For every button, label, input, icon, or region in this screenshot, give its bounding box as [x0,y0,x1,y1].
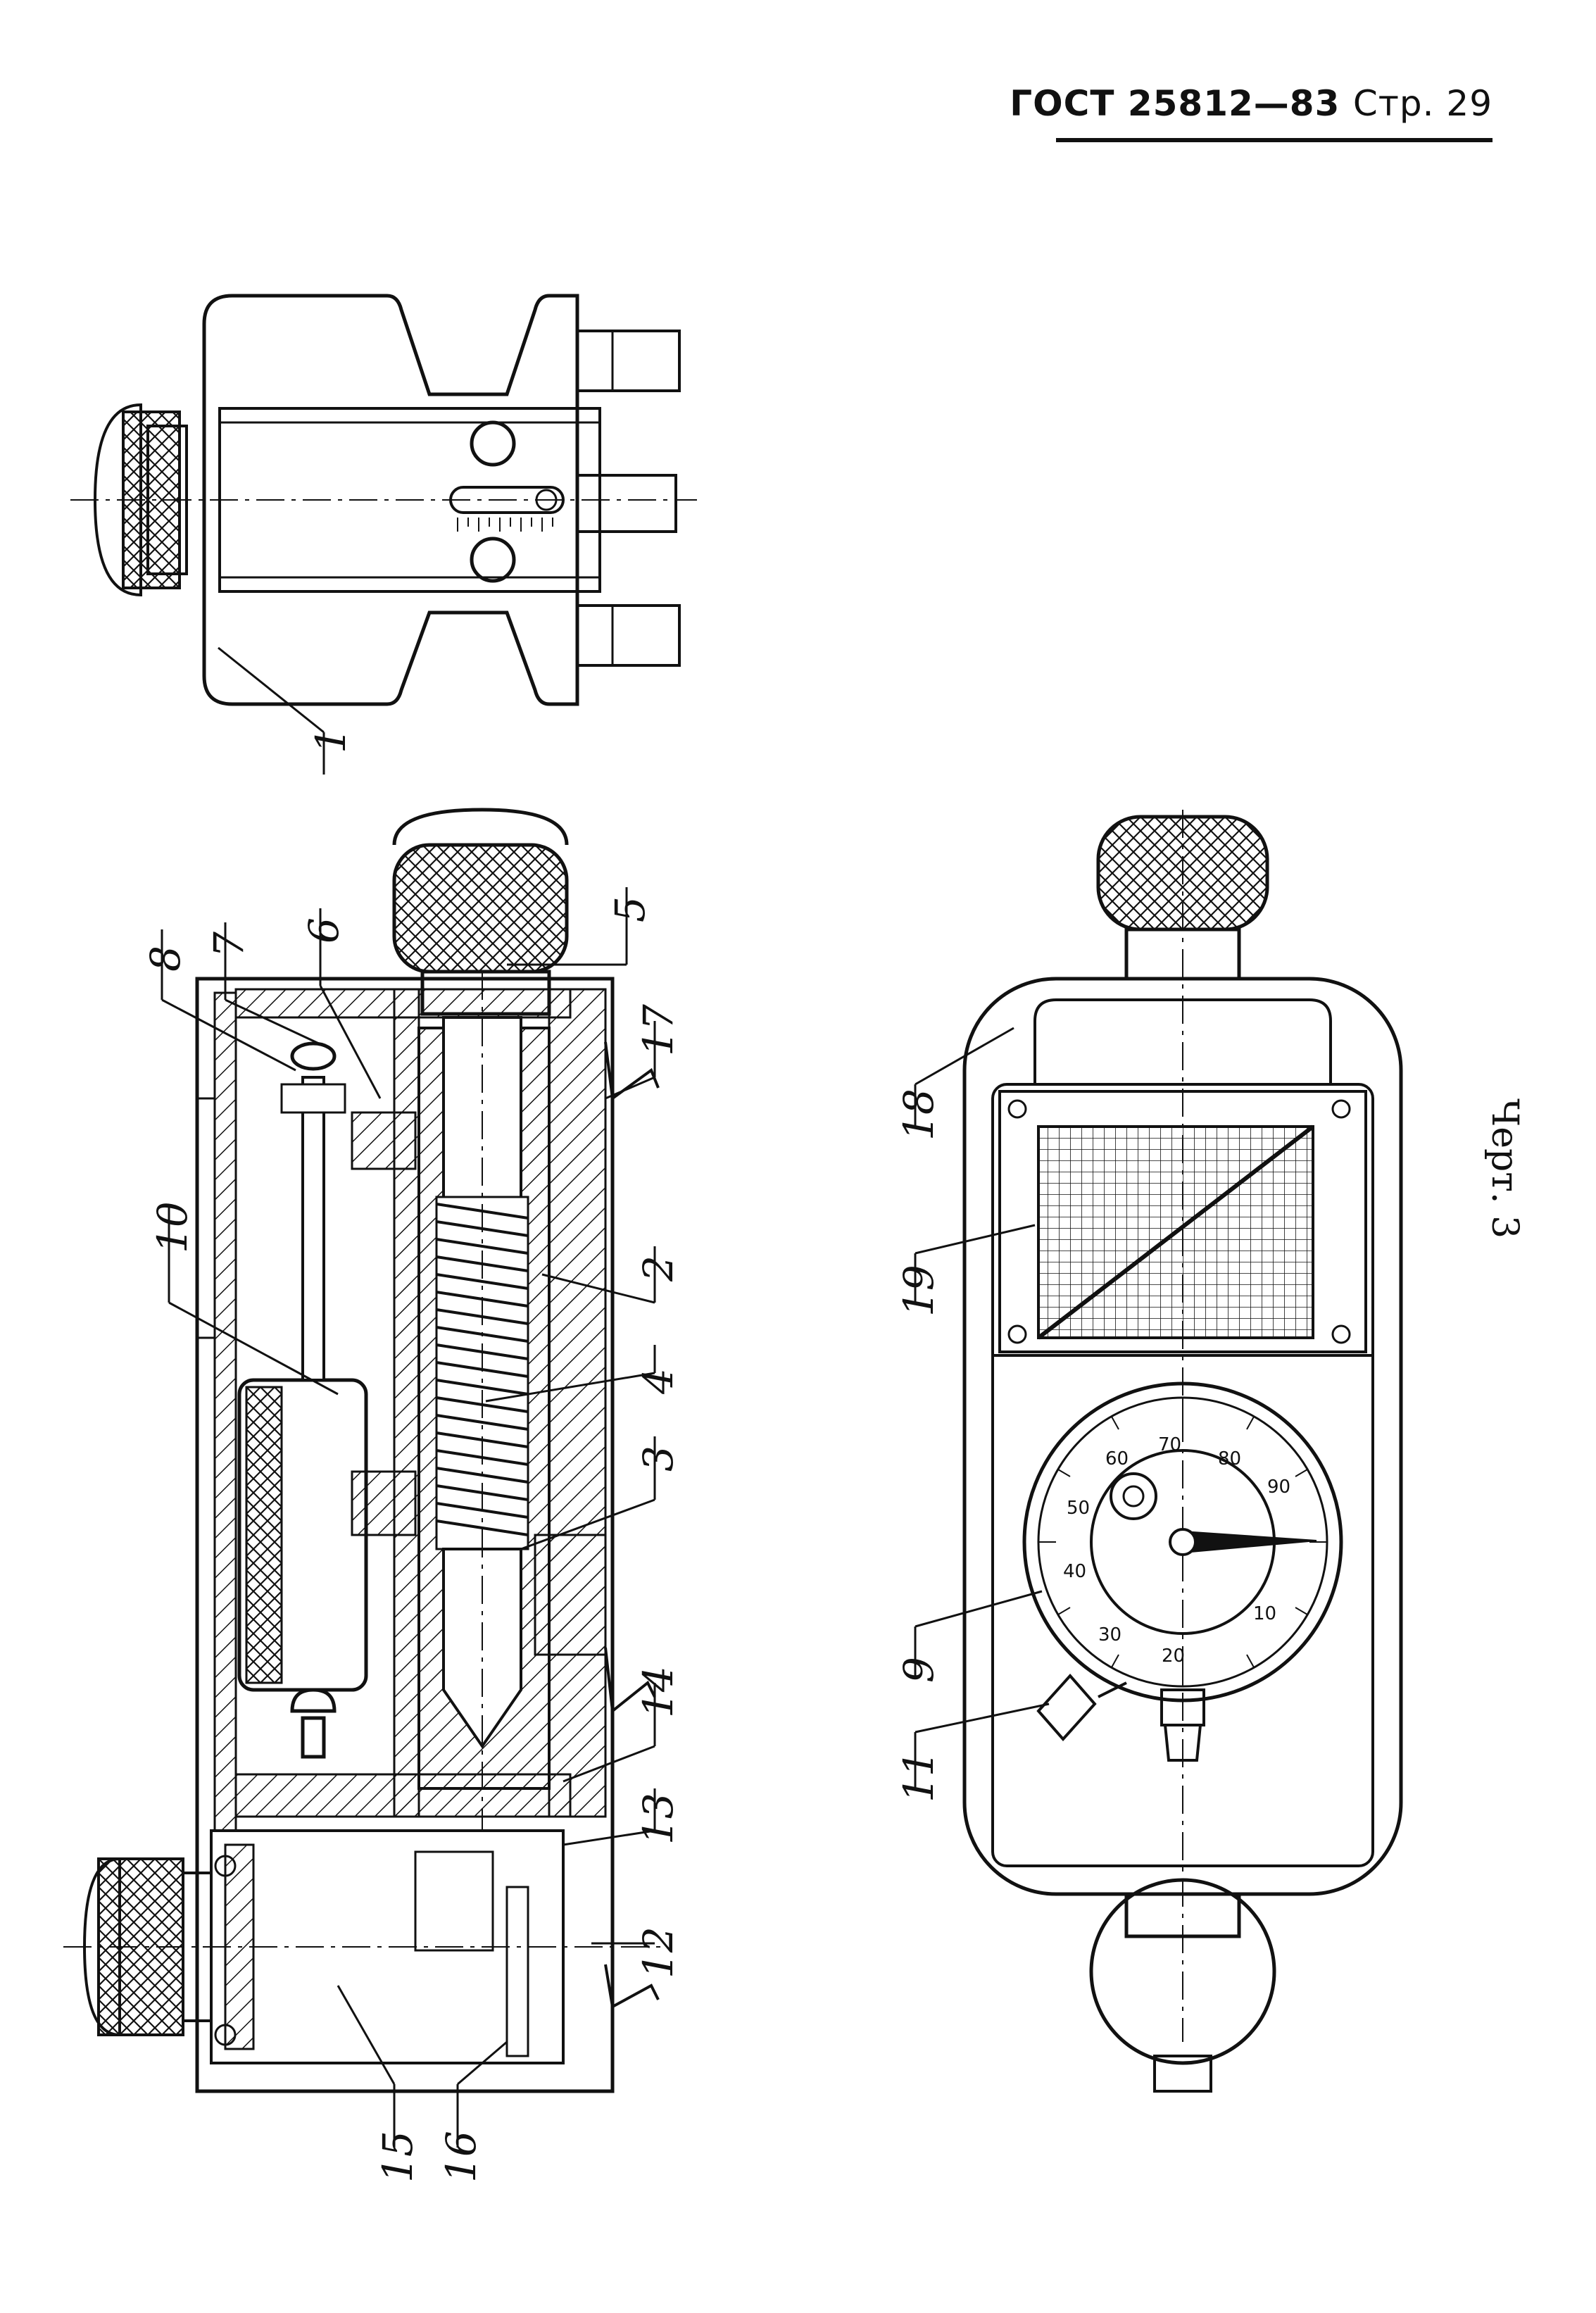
view-top [70,294,697,775]
callout-18: 18 [895,1089,943,1141]
dial-numbers: 80 70 60 50 40 30 20 10 90 [1063,1434,1290,1667]
dial-number: 80 [1218,1448,1241,1469]
dial-number: 40 [1063,1561,1086,1582]
callout-12: 12 [634,1926,682,1979]
callout-5: 5 [606,896,654,922]
page-header: ГОСТ 25812—83 Стр. 29 [1010,83,1493,146]
callout-17: 17 [634,1004,682,1056]
callout-9: 9 [895,1657,943,1683]
dial-number: 60 [1105,1448,1129,1469]
callout-16: 16 [437,2131,485,2183]
dial-number: 50 [1067,1498,1090,1519]
dial-number: 10 [1253,1603,1276,1624]
view-section [63,808,665,2093]
dial-ticks [1038,1398,1327,1686]
callout-3: 3 [634,1446,682,1472]
leader-lines-gauge [914,1027,1050,1788]
dial-number: 20 [1162,1646,1185,1667]
callout-19: 19 [895,1265,943,1317]
callout-1: 1 [307,727,355,753]
header-rule [1056,138,1493,142]
standard-number: ГОСТ 25812—83 [1010,83,1340,124]
callout-10: 10 [149,1201,196,1253]
callout-11: 11 [895,1750,943,1803]
callout-8: 8 [142,946,189,972]
dial-number: 30 [1098,1624,1121,1646]
scale-ticks-top [457,518,553,532]
view-gauge [962,810,1403,2093]
dial-number: 70 [1158,1434,1181,1455]
callout-14: 14 [634,1666,682,1718]
callout-6: 6 [300,917,348,944]
leader-lines-section [161,887,656,2148]
callout-15: 15 [374,2131,422,2183]
callout-7: 7 [205,932,253,958]
dial-number: 90 [1267,1477,1290,1498]
figure-caption: Черт. 3 [1483,1098,1526,1239]
callout-2: 2 [634,1255,682,1282]
callout-13: 13 [634,1793,682,1845]
header-text: ГОСТ 25812—83 Стр. 29 [1010,83,1493,124]
callout-4: 4 [634,1368,682,1395]
page-number: Стр. 29 [1352,83,1493,124]
